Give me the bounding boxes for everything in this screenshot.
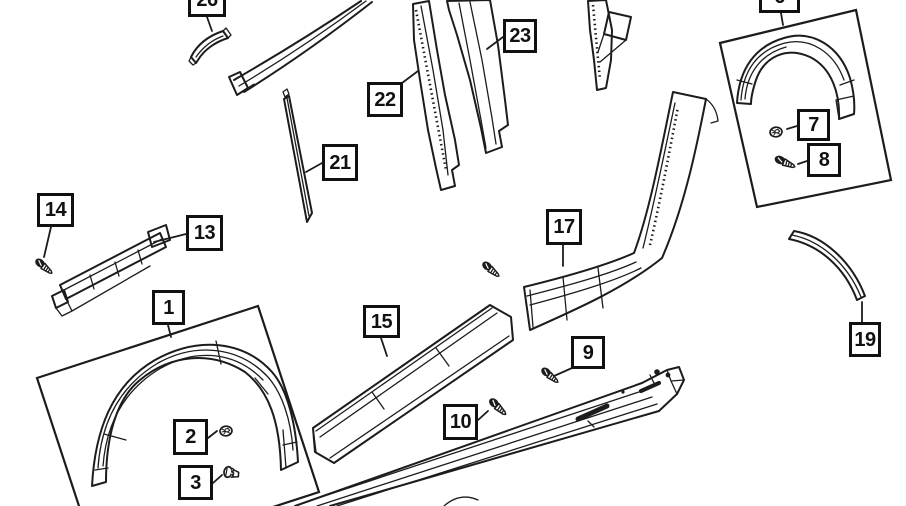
part-6-drawing [736, 34, 856, 120]
screw-icon [772, 153, 798, 171]
screw-icon [486, 395, 510, 418]
callout-17[interactable]: 17 [546, 209, 582, 245]
pillar-applique-drawing [587, 0, 632, 91]
part-21-drawing [282, 88, 313, 223]
callout-15[interactable]: 15 [363, 305, 400, 338]
callout-26[interactable]: 26 [188, 0, 226, 17]
part-15-drawing [312, 304, 514, 464]
callout-13[interactable]: 13 [186, 215, 223, 251]
part-26-drawing [188, 27, 232, 66]
part-13-drawing [51, 224, 171, 317]
part-23-drawing [446, 0, 509, 154]
leader-lines [43, 12, 863, 484]
rear-arch-group-panel [718, 8, 893, 209]
callout-23[interactable]: 23 [503, 19, 537, 53]
screw-icon [32, 255, 56, 277]
clip-icon [222, 465, 241, 480]
callout-9[interactable]: 9 [571, 336, 605, 369]
part-17-drawing [523, 91, 719, 331]
part-1-drawing [91, 340, 299, 487]
nut-icon [218, 424, 234, 438]
callout-3[interactable]: 3 [178, 465, 213, 500]
nut-icon [768, 125, 784, 139]
callout-1[interactable]: 1 [152, 290, 185, 325]
callout-22[interactable]: 22 [367, 82, 403, 117]
callout-21[interactable]: 21 [322, 144, 358, 181]
rocker-sill-molding-drawing [294, 366, 685, 506]
part-22-drawing [412, 0, 460, 191]
front-arch-group-panel [35, 304, 321, 506]
callout-14[interactable]: 14 [37, 193, 74, 227]
roof-rail-molding-drawing [228, 0, 373, 96]
callout-6[interactable]: 6 [759, 0, 800, 13]
callout-8[interactable]: 8 [807, 143, 841, 177]
callout-10[interactable]: 10 [443, 404, 478, 440]
callout-2[interactable]: 2 [173, 419, 208, 455]
callout-19[interactable]: 19 [849, 322, 881, 357]
screw-icon [479, 258, 503, 280]
part-19-drawing [788, 230, 866, 301]
callout-7[interactable]: 7 [797, 109, 830, 141]
